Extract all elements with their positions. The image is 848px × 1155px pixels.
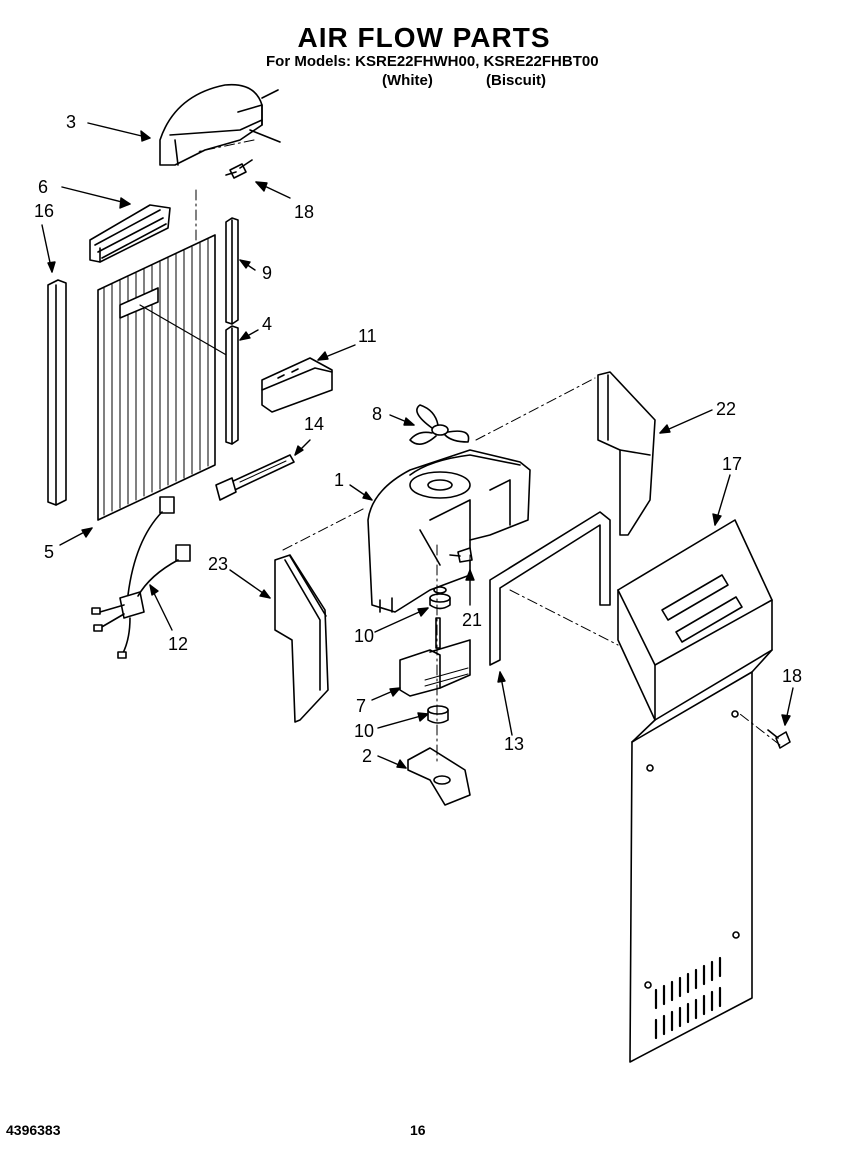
part-1-fan-housing [367, 449, 531, 613]
part-2-motor-bracket [407, 747, 471, 806]
part-6-louver [89, 204, 171, 263]
models-line: For Models: KSRE22FHWH00, KSRE22FHBT00 [266, 53, 599, 70]
part-4-strip [225, 325, 239, 445]
callout-4: 4 [262, 314, 272, 334]
part-10-grommet-upper [429, 586, 451, 610]
part-14-heater [215, 454, 295, 501]
variant-white: (White) [382, 72, 433, 89]
part-10-grommet-lower [427, 705, 449, 724]
page-title: AIR FLOW PARTS [297, 22, 551, 53]
callout-21: 21 [462, 610, 482, 630]
part-17-air-duct [617, 519, 773, 1063]
part-23-baffle [274, 554, 329, 723]
callout-16: 16 [34, 201, 54, 221]
callout-13: 13 [504, 734, 524, 754]
callout-12: 12 [168, 634, 188, 654]
part-5-evaporator-cover [97, 234, 236, 521]
callout-10-upper: 10 [354, 626, 374, 646]
callout-2: 2 [362, 746, 372, 766]
part-8-fan-blade [409, 404, 470, 445]
callout-17: 17 [722, 454, 742, 474]
part-13-duct-seal [489, 511, 611, 666]
part-11-bracket [261, 357, 333, 413]
callout-18-upper: 18 [294, 202, 314, 222]
callout-22: 22 [716, 399, 736, 419]
callout-9: 9 [262, 263, 272, 283]
callout-7: 7 [356, 696, 366, 716]
part-number: 4396383 [6, 1122, 61, 1138]
part-16-strip [47, 279, 67, 506]
callout-11: 11 [358, 326, 377, 346]
leader-lines [41, 122, 794, 769]
callout-6: 6 [38, 177, 48, 197]
page-number: 16 [410, 1122, 426, 1138]
part-12-wire-harness [91, 496, 191, 659]
alignment-lines [195, 139, 781, 766]
callout-23: 23 [208, 554, 228, 574]
callout-numbers: 3 18 6 16 9 4 11 8 14 1 5 23 12 10 21 7 … [34, 112, 802, 766]
callout-14: 14 [304, 414, 324, 434]
part-3-duct-cover [159, 83, 281, 166]
part-7-fan-motor [399, 617, 471, 697]
part-22-baffle [597, 371, 656, 536]
callout-8: 8 [372, 404, 382, 424]
part-18-screw-lower [767, 729, 791, 749]
part-9-strip [225, 217, 239, 325]
callout-5: 5 [44, 542, 54, 562]
callout-10-lower: 10 [354, 721, 374, 741]
part-18-screw-upper [225, 159, 253, 179]
variant-biscuit: (Biscuit) [486, 72, 546, 89]
callout-3: 3 [66, 112, 76, 132]
callout-18-lower: 18 [782, 666, 802, 686]
callout-1: 1 [334, 470, 344, 490]
part-21-screw [449, 547, 473, 563]
